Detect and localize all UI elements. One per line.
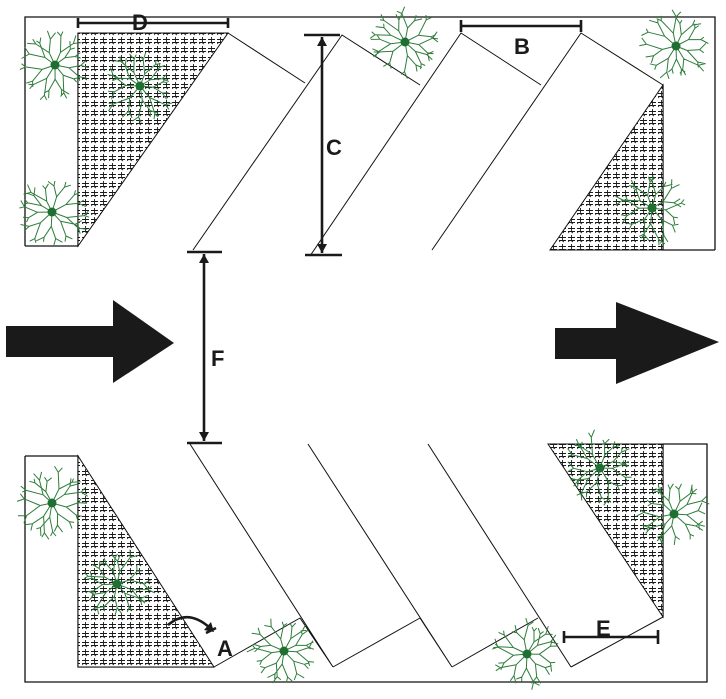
cell-body xyxy=(522,649,532,659)
cell-body xyxy=(595,463,605,473)
bottom-slat-3 xyxy=(427,443,572,668)
cell-dendrites xyxy=(636,483,710,545)
cell-dendrites xyxy=(615,175,686,246)
top-right-box xyxy=(662,85,715,251)
bottom-right-dead-zone xyxy=(547,443,664,619)
cell-dendrites xyxy=(16,466,88,540)
dendritic-cell xyxy=(492,617,559,690)
dendritic-cell xyxy=(615,175,686,246)
dimension-C: C xyxy=(304,33,342,257)
bottom-slat-2b xyxy=(332,617,421,668)
dendritic-cell xyxy=(567,429,632,506)
outlet-arrow-right-icon xyxy=(555,302,719,384)
top-slat-2 xyxy=(192,34,421,251)
cell-body xyxy=(400,37,410,47)
dimension-B: B xyxy=(459,20,583,59)
cell-body xyxy=(647,203,657,213)
top-slat-1 xyxy=(227,32,306,84)
dendritic-cell xyxy=(19,180,90,246)
cell-body xyxy=(279,646,289,656)
cell-dendrites xyxy=(492,617,559,690)
cell-body xyxy=(47,207,57,217)
dendritic-cell xyxy=(16,466,88,540)
dendritic-cell xyxy=(83,549,155,616)
dimension-E: E xyxy=(562,616,660,644)
cell-dendrites xyxy=(369,6,439,79)
label-C: C xyxy=(326,135,342,160)
top-slat-3 xyxy=(309,32,542,257)
top-right-dead-zone xyxy=(549,83,664,251)
cell-body xyxy=(47,498,57,508)
cell-dendrites xyxy=(19,30,90,101)
dendritic-cell xyxy=(107,52,173,124)
dendritic-cell xyxy=(636,483,710,545)
dimension-D: D xyxy=(76,10,230,35)
dendritic-cell xyxy=(246,618,315,684)
cell-body xyxy=(135,81,145,91)
cell-body xyxy=(671,41,681,51)
cell-dendrites xyxy=(19,180,90,246)
cells-layer xyxy=(16,6,710,690)
cell-body xyxy=(669,509,679,519)
cell-dendrites xyxy=(567,429,632,506)
bottom-slat-3b xyxy=(451,617,539,668)
top-left-dead-zone xyxy=(77,32,229,248)
bottom-left-dead-zone xyxy=(77,454,215,668)
bottom-slat-4 xyxy=(570,616,664,668)
dimension-F: F xyxy=(187,250,224,445)
label-B: B xyxy=(514,34,530,59)
dendritic-cell xyxy=(639,9,709,79)
dendritic-cell xyxy=(19,30,90,101)
cell-dendrites xyxy=(107,52,173,124)
bottom-slat-2 xyxy=(307,443,453,668)
bottom-slat-1b xyxy=(213,617,301,668)
cell-dendrites xyxy=(639,9,709,79)
inlet-arrow-right-icon xyxy=(6,300,174,383)
label-F: F xyxy=(211,346,224,371)
bottom-slat-1 xyxy=(189,443,334,668)
cell-dendrites xyxy=(246,618,315,684)
label-E: E xyxy=(596,616,611,641)
bottom-frame xyxy=(24,443,708,683)
dendritic-cell xyxy=(369,6,439,79)
label-A: A xyxy=(217,636,233,661)
top-slat-4 xyxy=(431,32,664,251)
label-D: D xyxy=(132,10,148,35)
top-frame xyxy=(24,16,716,250)
cell-body xyxy=(112,579,122,589)
cell-dendrites xyxy=(83,549,155,616)
dimension-A: A xyxy=(167,615,233,661)
top-slats xyxy=(192,32,664,257)
cell-body xyxy=(50,60,60,70)
